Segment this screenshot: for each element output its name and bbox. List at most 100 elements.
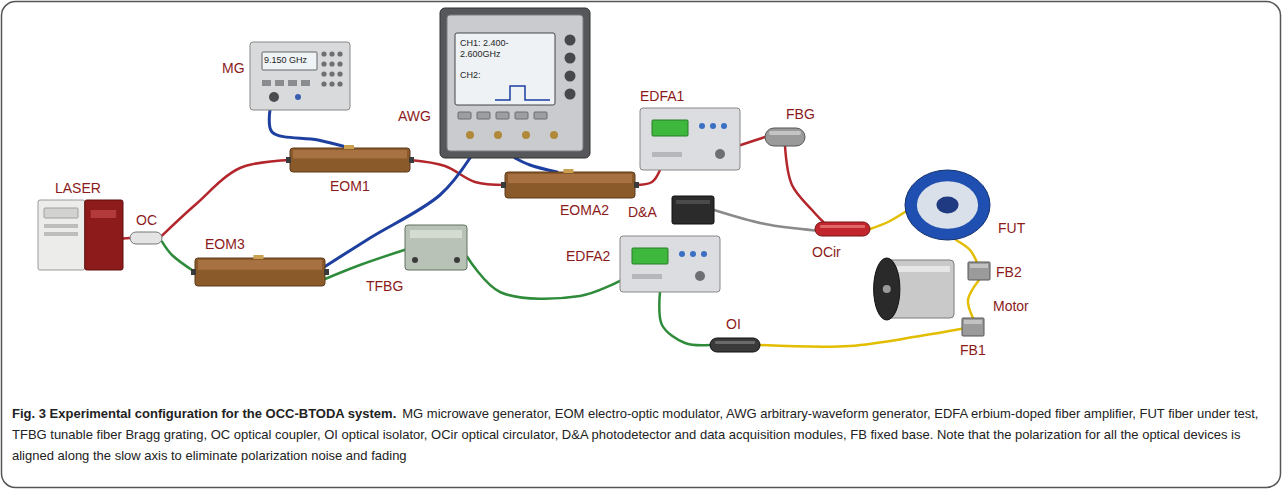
device-drawing [620, 236, 720, 292]
device-part [515, 112, 528, 119]
fiber-connector [410, 160, 505, 185]
device-part [634, 182, 639, 188]
pulse-trace [495, 86, 550, 100]
device-knob [321, 51, 326, 56]
device-knob [494, 131, 502, 139]
device-part [652, 120, 688, 136]
motor-end [874, 258, 900, 320]
device-label: Motor [993, 298, 1029, 314]
fiber-connector [760, 329, 962, 347]
device-label: OC [136, 212, 157, 228]
fiber-connector [269, 110, 350, 148]
device-drawing [505, 172, 635, 198]
spool-rim [905, 170, 990, 240]
device-part [301, 80, 310, 86]
device-part [970, 264, 988, 268]
device-knob [337, 61, 342, 66]
optical-coupler: OC [130, 232, 162, 244]
device-part [620, 236, 720, 292]
device-part [534, 112, 547, 119]
fiber-connector [515, 158, 557, 172]
device-part [250, 42, 350, 110]
device-knob [454, 257, 460, 263]
device-knob [321, 61, 326, 66]
amplifier-box: EDFA1 [640, 108, 740, 170]
device-label: MG [222, 60, 245, 76]
device-part [505, 172, 635, 198]
device-knob [721, 123, 727, 129]
device-knob [695, 271, 705, 281]
device-knob [337, 51, 342, 56]
device-part [191, 269, 196, 275]
device-part [195, 258, 325, 286]
device-part [893, 266, 950, 272]
device-part [820, 225, 865, 228]
device-knob [329, 51, 334, 56]
device-part [769, 131, 801, 135]
device-part [405, 225, 467, 270]
device-part [962, 318, 984, 336]
device-part [964, 320, 982, 324]
filter-box: TFBG [405, 225, 467, 270]
device-part [409, 157, 414, 163]
modulator-bar: EOM1 [290, 148, 410, 172]
device-knob [699, 123, 705, 129]
fixed-base: FB2 [968, 262, 990, 280]
fiber-connector [123, 237, 130, 240]
spool-fiber [917, 181, 978, 229]
device-knob [466, 131, 474, 139]
device-drawing [195, 258, 325, 286]
device-label: AWG [398, 108, 431, 124]
device-part [293, 150, 407, 158]
laser-source: LASER [38, 200, 123, 270]
device-knob [883, 285, 891, 293]
device-label: EDFA1 [640, 88, 684, 104]
motor-cylinder: Motor [872, 258, 954, 320]
fiber-connector [714, 210, 815, 230]
device-drawing [405, 225, 467, 270]
figure-caption: Fig. 3 Experimental configuration for th… [12, 403, 1268, 466]
fiber-connector [162, 160, 290, 236]
fixed-base: FB1 [962, 318, 984, 336]
device-part [275, 80, 284, 86]
circulator-cylinder: OCir [815, 222, 870, 236]
device-drawing [905, 170, 990, 240]
device-drawing [872, 258, 954, 320]
grating-cylinder: FBG [765, 128, 805, 146]
device-label: OCir [812, 244, 841, 260]
device-drawing [710, 338, 760, 352]
device-part [130, 232, 162, 244]
device-part [710, 338, 760, 352]
modulator-bar: EOMA2 [505, 172, 635, 198]
device-label: FBG [786, 106, 815, 122]
device-label: D&A [628, 204, 657, 220]
device-part [286, 157, 291, 163]
device-knob [522, 131, 530, 139]
device-part [324, 269, 329, 275]
device-drawing [38, 200, 123, 270]
device-label: EOM3 [205, 236, 245, 252]
fiber-spool: FUT [905, 170, 990, 240]
device-part [410, 230, 462, 238]
device-part [632, 274, 662, 279]
device-part [715, 341, 755, 344]
device-knob [565, 71, 576, 82]
device-part [262, 80, 271, 86]
device-part [640, 108, 740, 170]
device-label: FB1 [960, 342, 986, 358]
device-knob [321, 71, 326, 76]
device-part [44, 232, 78, 236]
device-part [262, 52, 317, 70]
device-part [458, 112, 471, 119]
device-part [496, 112, 509, 119]
device-part [440, 8, 590, 158]
device-knob [565, 89, 576, 100]
device-part [765, 128, 805, 146]
device-part [564, 169, 574, 173]
device-label: FUT [998, 220, 1025, 236]
device-knob [690, 251, 696, 257]
device-part [501, 182, 506, 188]
device-knob [321, 81, 326, 86]
